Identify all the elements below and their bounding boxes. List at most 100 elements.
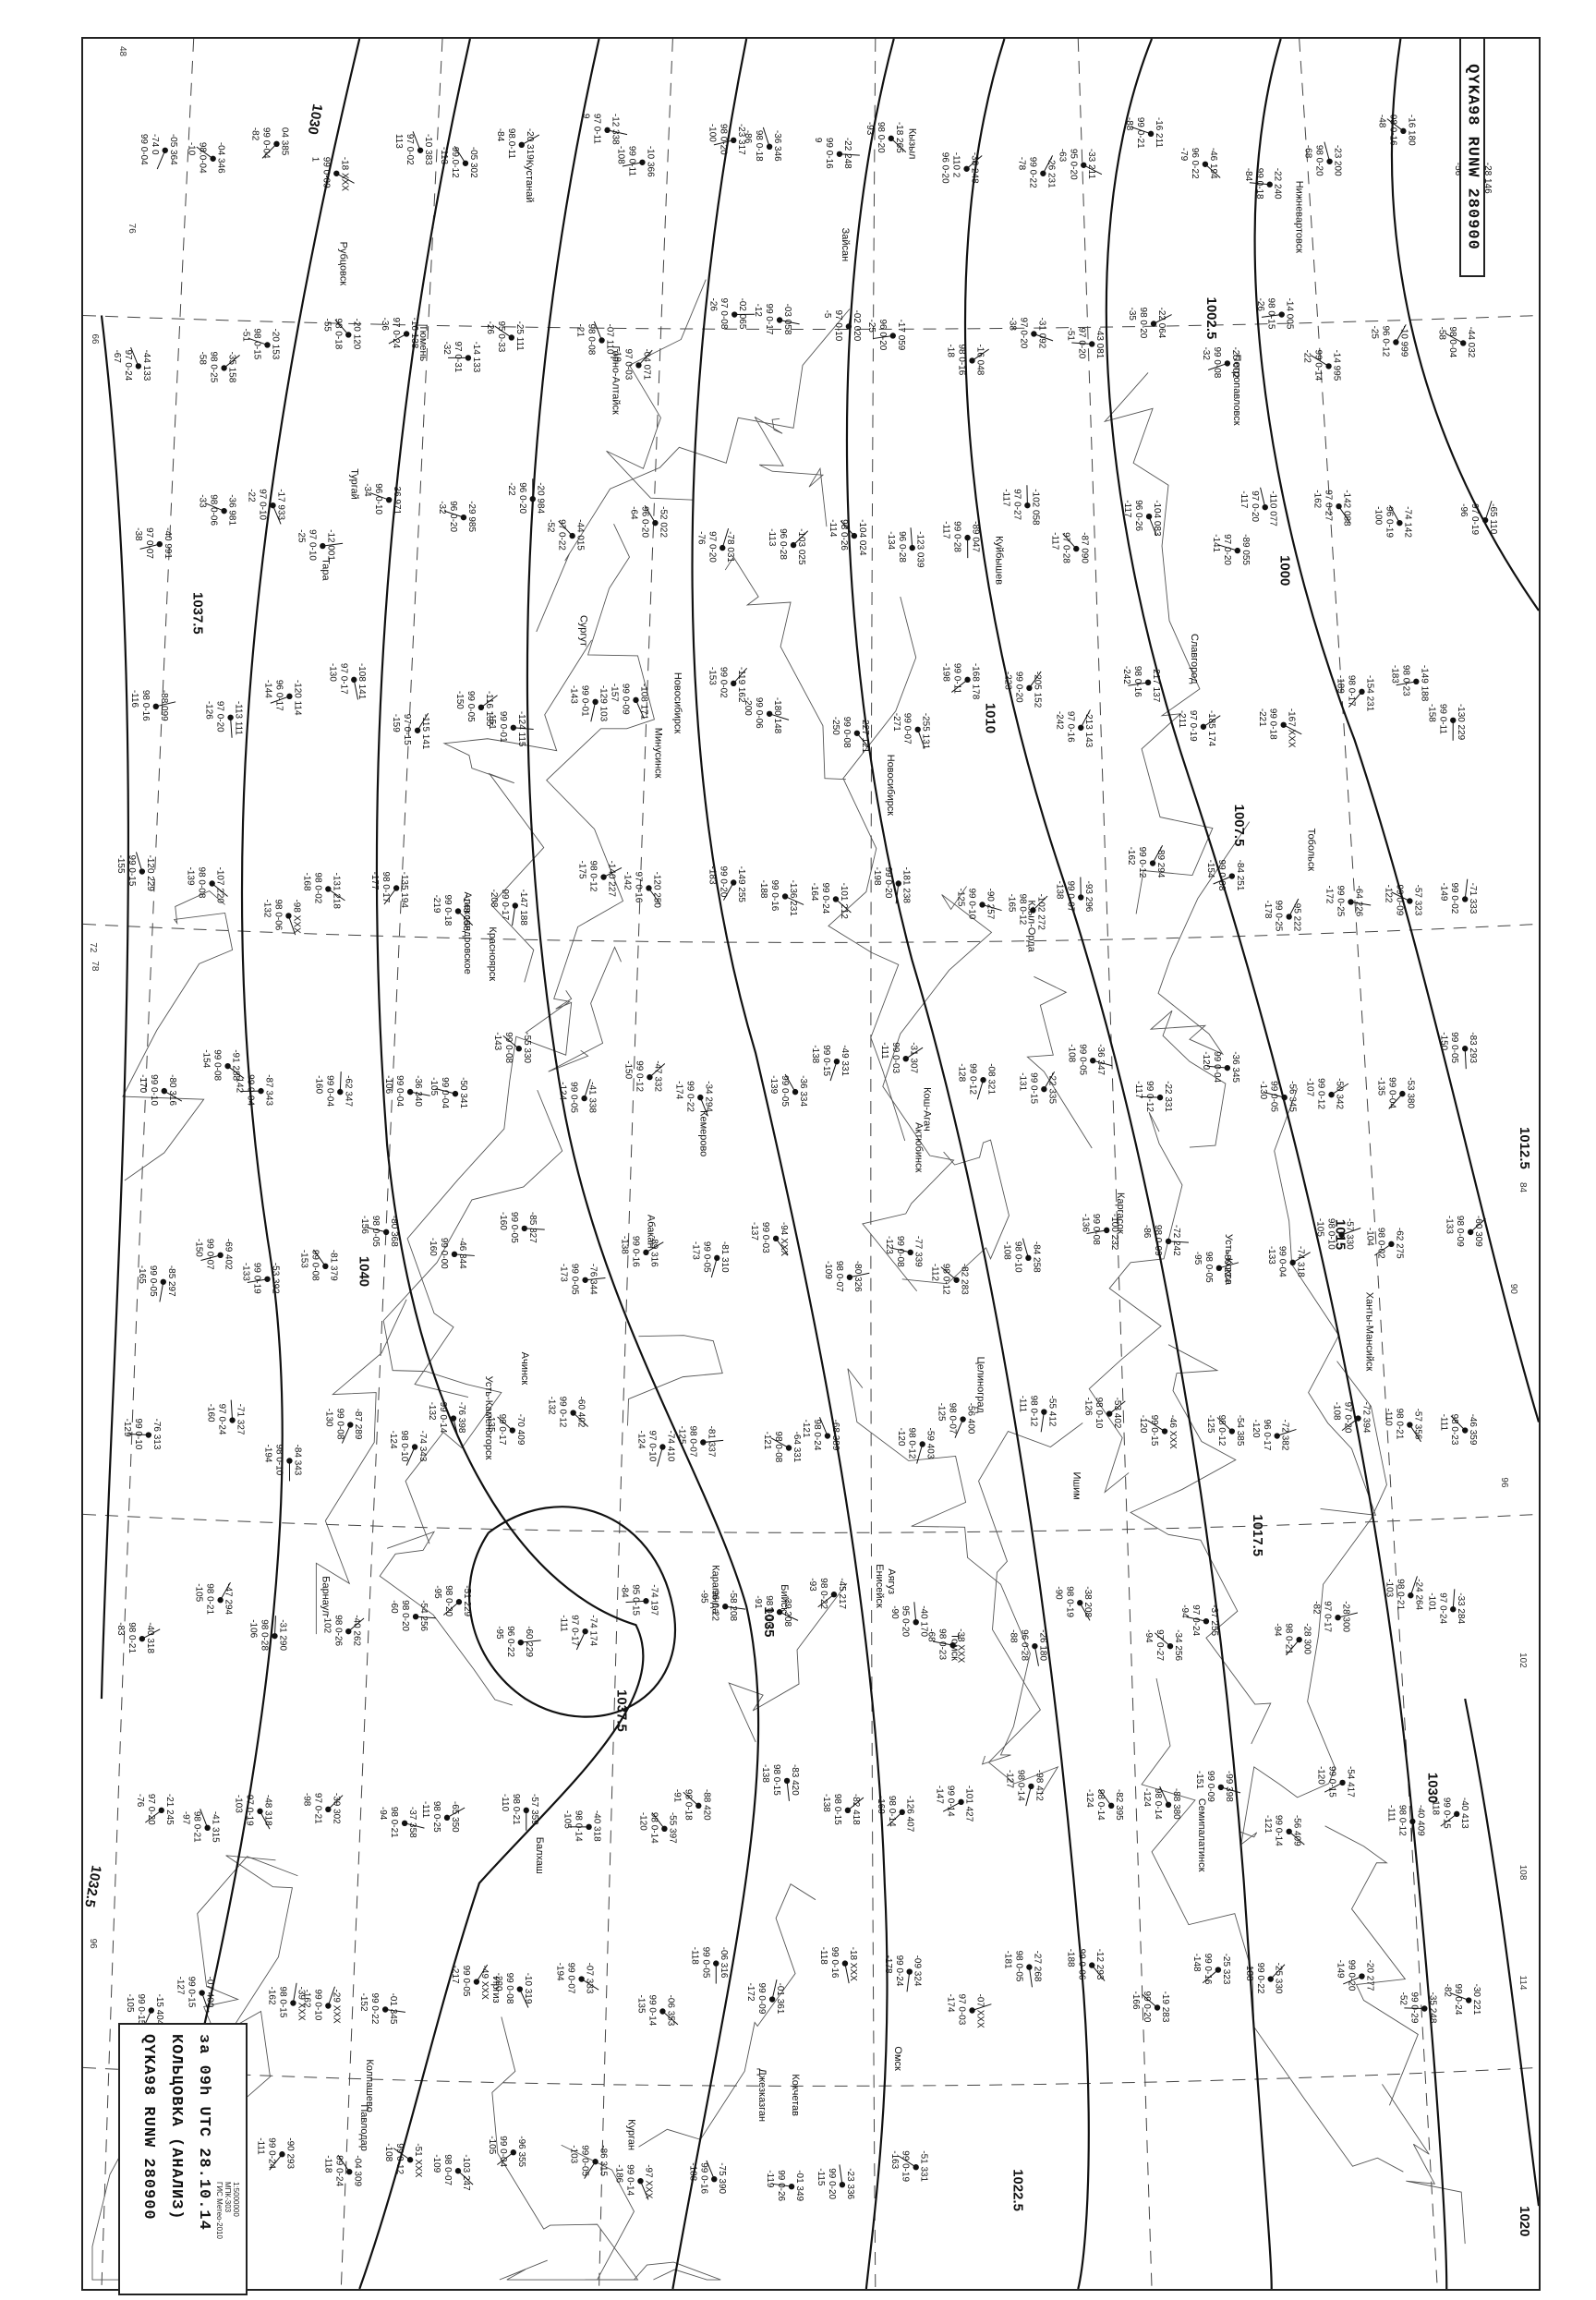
station-pressure: -87 090 [1079, 532, 1089, 563]
wind-barb [558, 520, 574, 537]
station-weather: 99 0-08 [334, 1409, 345, 1440]
station-weather: 99 0-16 [630, 1236, 640, 1267]
station-dewpoint: -162 [301, 1990, 311, 2008]
station-dewpoint: -148 [1191, 1954, 1202, 1972]
station-pressure: -154 231 [1364, 675, 1374, 712]
station-weather: -74 0 [150, 134, 160, 155]
city-name: Балхаш [534, 1837, 545, 1874]
station-dewpoint: -137 [749, 1222, 759, 1241]
station-pressure: -126 407 [905, 1796, 915, 1833]
wind-barb [1218, 1262, 1239, 1269]
station-dewpoint: -173 [559, 1264, 569, 1282]
wind-barb [261, 143, 277, 159]
wind-barb [273, 1616, 276, 1637]
station-dewpoint: -155 [115, 855, 126, 874]
station-dewpoint: -135 [1375, 1077, 1385, 1096]
river-line [1026, 975, 1093, 1149]
wind-barb [383, 888, 397, 905]
river-line [379, 1531, 513, 1706]
station-pressure: -72 394 [1360, 1402, 1371, 1434]
station-pressure: -123 039 [915, 531, 925, 568]
station-pressure: -25 111 [514, 321, 525, 351]
station-weather: 98 0-07 [834, 1261, 844, 1292]
wind-barb [1028, 671, 1042, 689]
wind-barb [521, 134, 540, 146]
station-dewpoint: -141 [1211, 534, 1221, 552]
station-dewpoint: -126 [204, 701, 214, 720]
station-pressure: -40 991 [163, 527, 173, 559]
station-weather: 98 0-12 [588, 861, 598, 892]
isobar-label: 1020 [1517, 2206, 1532, 2236]
station-marker [1408, 1592, 1414, 1599]
station-pressure: -149 188 [1419, 665, 1429, 702]
station-weather: 98 0-17 [1347, 675, 1357, 707]
wind-barb [839, 2164, 843, 2185]
station-pressure: -76 313 [151, 1419, 162, 1450]
wind-barb [1464, 878, 1469, 900]
station-weather: 99 0-18 [1254, 168, 1264, 200]
isobar-label: 1012.5 [1517, 1127, 1532, 1169]
station-dewpoint: -135 [635, 1995, 646, 2014]
city-label: Томск [949, 1633, 961, 1661]
isobar-label: 1017.5 [1250, 1514, 1265, 1556]
station-dewpoint: -51 [241, 328, 251, 342]
station-weather: 97 0-19 [1469, 503, 1480, 535]
station-marker [969, 2007, 975, 2014]
wind-barb [683, 1791, 699, 1807]
station-dewpoint: -119 [765, 2170, 775, 2188]
city-name: Омск [892, 2046, 903, 2071]
station-weather: 98 0-23 [937, 1628, 948, 1660]
station-dewpoint: -174 [673, 1081, 683, 1099]
station-dewpoint: -95 [1192, 1252, 1203, 1265]
station-dewpoint: -160 [313, 1075, 323, 1094]
city-label: Зайсан [840, 228, 851, 262]
wind-barb [771, 2183, 792, 2187]
wind-barb [1043, 1071, 1056, 1090]
city-label: Славгород [1189, 634, 1200, 684]
wind-barb [607, 129, 628, 136]
station-dewpoint: -188 [687, 2162, 697, 2181]
city-name: Ишим [1070, 1471, 1082, 1499]
station-pressure: -31 290 [277, 1619, 287, 1651]
station-weather: 97 0-17 [338, 663, 348, 695]
station-pressure: -51 331 [919, 2150, 929, 2182]
station-weather: 98 0-15 [277, 1987, 287, 2018]
grid-label: 76 [127, 224, 137, 235]
station-pressure: -45 217 [837, 1578, 847, 1609]
station-dewpoint: -91 [671, 1789, 682, 1803]
city-label: Петропавловск [1231, 354, 1242, 425]
station-weather: 98 0-26 [839, 519, 849, 551]
isobar-line [1105, 39, 1448, 2289]
station-weather: 97 0-10 [258, 489, 268, 520]
station-dewpoint: -118 [689, 1947, 699, 1966]
station-weather: 99 0-24 [894, 1955, 904, 1987]
station-weather: 98 0-14 [1015, 1770, 1025, 1801]
station-dewpoint: -108 [1066, 1044, 1076, 1062]
wind-barb [635, 699, 645, 720]
station-pressure: -60 402 [576, 1397, 586, 1428]
station-marker [152, 703, 159, 710]
station-pressure: -23 336 [845, 2168, 855, 2199]
wind-barb [890, 1247, 911, 1253]
